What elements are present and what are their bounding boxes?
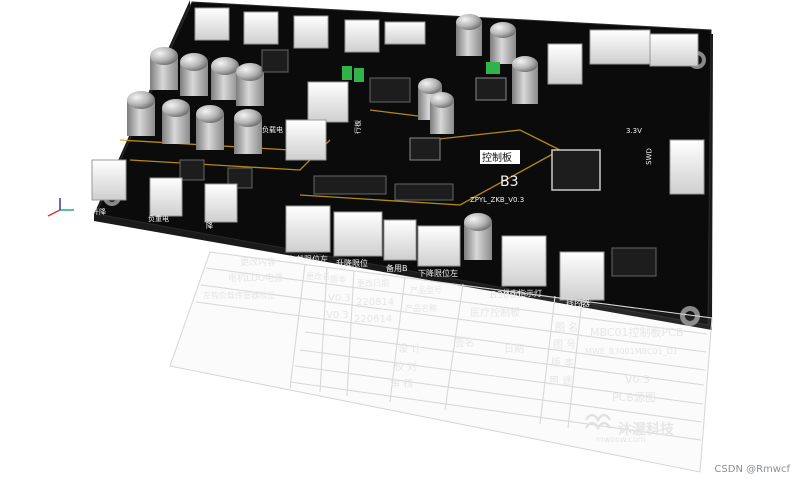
- tb-review: 审 核: [390, 377, 413, 390]
- title-block-text: 更改内容 电机LDO电源 左钩负载传感器限位 更改者 版本 更改日期 产品型号 …: [203, 256, 683, 444]
- tb-col-date: 更改日期: [357, 278, 389, 288]
- label-load-motor: 负载电: [262, 125, 283, 134]
- tb-drawing-no-label: 图 号: [553, 339, 576, 351]
- top-connectors: [194, 7, 699, 85]
- label-load-limit-left: 负载限位左: [288, 254, 328, 264]
- tb-company-url: mwoow.com: [596, 435, 646, 444]
- tb-check: 校 对: [394, 360, 417, 373]
- company-logo: [585, 413, 611, 431]
- bottom-connectors: [285, 205, 605, 301]
- tb-product-name-label: 产品名称: [405, 303, 437, 313]
- tb-row-2-version: V0.3: [326, 310, 349, 321]
- label-lift: 升降: [92, 207, 106, 216]
- tb-change-header: 更改内容: [240, 256, 276, 268]
- tb-row-2-date: 220814: [354, 314, 392, 325]
- tb-model-value: B3001: [490, 290, 522, 301]
- tb-company-name: 沐渥科技: [618, 421, 675, 438]
- label-lower: 降: [206, 221, 213, 230]
- tb-date-label: 日期: [504, 343, 524, 355]
- electrolytic-capacitors: [127, 14, 538, 260]
- label-wire-controller: 线控器: [566, 298, 590, 308]
- tb-col-version: 版本: [330, 274, 346, 284]
- green-components: [342, 62, 500, 82]
- label-lower-limit-left: 下降限位左: [418, 268, 458, 278]
- integrated-circuits: [179, 49, 657, 277]
- tb-change-row-2: 左钩负载传感器限位: [203, 290, 275, 300]
- tb-drawing-name-label: 图 名: [555, 321, 578, 334]
- label-board-id: B3: [500, 174, 519, 190]
- tb-use-value: PCB源图: [612, 390, 656, 404]
- tb-version-value: V0.3: [625, 373, 650, 386]
- label-version-tag: ZPYL_ZKB_V0.3: [470, 196, 524, 204]
- tb-drawing-no-value: MWE_B3001MBC01_D1: [585, 347, 678, 356]
- tb-product-name-value: 医疗控制板: [470, 306, 520, 319]
- label-weight-motor: 负重电: [148, 214, 169, 223]
- axis-indicator: [47, 198, 74, 217]
- tb-col-model: 产品型号: [410, 285, 442, 295]
- csdn-watermark: CSDN @Rmwcf: [714, 464, 790, 475]
- label-row-board: 行板: [353, 120, 362, 134]
- label-swd: SWD: [645, 148, 654, 165]
- tb-change-row-1: 电机LDO电源: [228, 272, 283, 284]
- title-block: [169, 251, 713, 473]
- tb-design: 设 计: [398, 342, 421, 355]
- label-control-board: 控制板: [482, 151, 512, 164]
- label-3v3: 3.3V: [626, 127, 642, 135]
- tb-use-label: 用 途: [549, 374, 572, 387]
- tb-row-1-version: V0.3: [328, 293, 351, 304]
- side-connectors: [91, 81, 705, 223]
- tb-drawing-name-value: MBC01控制板PCB: [590, 325, 683, 339]
- tb-row-1-date: 220814: [356, 297, 394, 308]
- label-spare-b: 备用B: [386, 263, 408, 273]
- tb-col-person: 更改者: [306, 271, 330, 281]
- label-lift-limit: 升降限位: [336, 258, 368, 268]
- tb-sign-label: 签名: [455, 336, 475, 349]
- tb-version-label: 版 本: [551, 356, 574, 369]
